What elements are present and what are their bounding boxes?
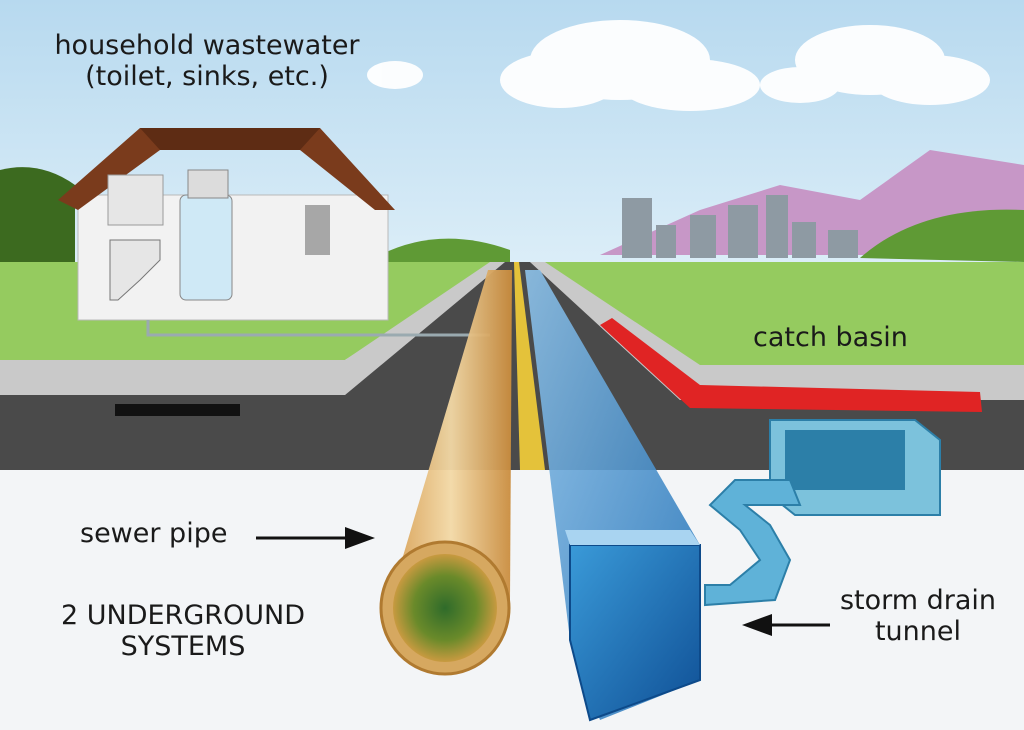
underground-systems-label: 2 UNDERGROUND SYSTEMS	[38, 600, 328, 662]
catch-basin-curb	[600, 318, 982, 412]
house-drain-line	[146, 320, 490, 337]
sewer-pipe-label: sewer pipe	[80, 518, 228, 549]
storm-drain-tunnel	[525, 270, 701, 722]
city-skyline	[622, 195, 858, 258]
clouds	[367, 20, 990, 111]
catch-basin-connector-pipe	[704, 479, 802, 607]
sewer-pipe	[379, 270, 512, 676]
sidewalk-left	[0, 262, 505, 395]
sewer-pipe-arrow	[256, 527, 375, 549]
house	[58, 128, 490, 337]
road	[0, 262, 1024, 470]
sink	[107, 174, 164, 226]
toilet	[109, 239, 161, 301]
storm-drain-tunnel-label: storm drain tunnel	[818, 585, 1018, 647]
storm-drain-arrow	[742, 614, 830, 636]
household-label-line2: (toilet, sinks, etc.)	[85, 61, 329, 93]
mid-hill	[380, 238, 510, 262]
systems-label-line1: 2 UNDERGROUND	[60, 600, 305, 631]
storm-label-line2: tunnel	[874, 616, 962, 648]
household-wastewater-label: household wastewater (toilet, sinks, etc…	[30, 30, 384, 92]
catch-basin-label: catch basin	[753, 322, 908, 353]
household-label-line1: household wastewater	[54, 30, 360, 61]
storm-grate-left	[115, 404, 240, 416]
catch-basin-box	[704, 419, 941, 607]
shower-stall	[179, 194, 233, 301]
systems-label-line2: SYSTEMS	[120, 631, 246, 663]
right-hill	[860, 209, 1024, 262]
road-center-line	[514, 262, 545, 470]
storm-label-line1: storm drain	[839, 585, 997, 616]
